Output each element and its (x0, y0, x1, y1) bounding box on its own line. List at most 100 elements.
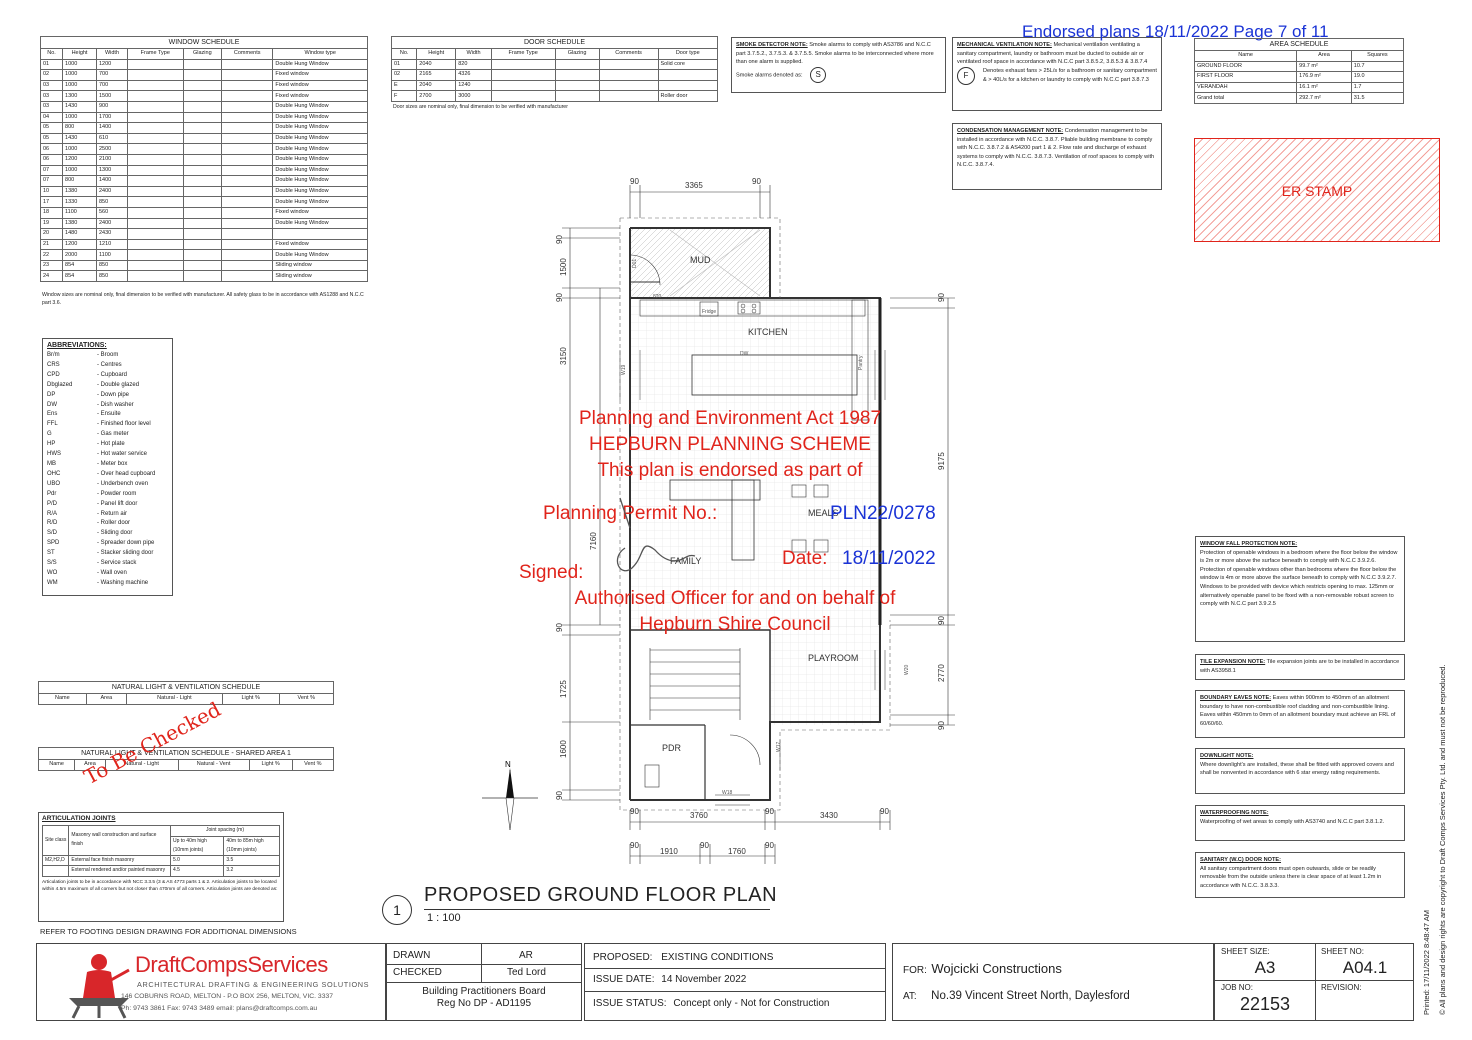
window-schedule-cell-6: Sliding window (272, 259, 368, 272)
door-schedule-header-cell-4: Glazing (554, 48, 600, 60)
door-schedule-cell-5 (598, 90, 659, 102)
window-schedule-cell-5 (221, 79, 274, 92)
abbreviation-meaning: - Hot water service (97, 451, 148, 458)
proposed-row: PROPOSED: EXISTING CONDITIONS (593, 952, 773, 963)
room-mud: MUD (690, 255, 711, 265)
note-tile-text: Tile expansion joints are to be installe… (1200, 659, 1400, 674)
window-w20-label: W20 (904, 665, 910, 676)
abbreviation-code: DP (47, 391, 56, 398)
articulation-h-joint: Joint spacing (m) (169, 825, 281, 837)
window-schedule-cell-3 (126, 259, 184, 272)
window-schedule-cell-3 (126, 111, 184, 124)
note-tile-title: TILE EXPANSION NOTE: (1200, 659, 1266, 665)
note-waterproofing: WATERPROOFING NOTE: Waterproofing of wet… (1195, 805, 1405, 841)
window-schedule-cell-5 (221, 69, 274, 81)
note-eaves-title: BOUNDARY EAVES NOTE: (1200, 695, 1272, 701)
window-schedule-cell-4 (182, 196, 223, 208)
stamp-act: Planning and Environment Act 1987 (578, 408, 882, 429)
dim-left-1600: 1600 (559, 740, 568, 758)
window-schedule-cell-2: 2400 (96, 185, 128, 198)
window-schedule-cell-1: 800 (62, 122, 97, 134)
door-schedule-cell-6: Solid core (657, 58, 718, 71)
abbreviation-code: OHC (47, 470, 61, 477)
abbreviation-meaning: - Roller door (97, 520, 131, 527)
abbreviation-meaning: - Powder room (97, 490, 137, 497)
door-schedule-cell-2: 820 (455, 58, 492, 71)
company-address: 146 COBURNS ROAD, MELTON - P.O BOX 256, … (121, 993, 334, 1000)
dim-left-7160: 7160 (589, 532, 598, 550)
window-schedule-cell-6: Fixed window (272, 206, 368, 219)
abbreviation-item: WO- Wall oven (47, 569, 168, 579)
window-schedule-cell-6: Double Hung Window (272, 58, 368, 71)
window-schedule-cell-5 (221, 217, 274, 230)
er-stamp-label: ER STAMP (1281, 183, 1353, 199)
endorsed-plans-header: Endorsed plans 18/11/2022 Page 7 of 11 (1022, 22, 1329, 41)
window-schedule-cell-2: 1200 (96, 58, 128, 71)
abbreviation-code: Dbglazed (47, 381, 73, 388)
articulation-h-c1: Up to 40m high (10mm joints) (169, 835, 225, 856)
note-sanitary-text: All sanitary compartment doors must open… (1200, 865, 1382, 889)
dim-b2-90a: 90 (630, 841, 639, 850)
window-schedule-cell-3 (126, 206, 184, 219)
title-block-drawn: DRAWN AR CHECKED Ted Lord Building Pract… (386, 943, 582, 1021)
printed-side-text: Printed: 17/11/2022 8:48:47 AM (1422, 910, 1431, 1015)
abbreviation-meaning: - Centres (97, 361, 122, 368)
door-schedule-cell-4 (554, 79, 600, 92)
articulation-table: Site class Masonry wall construction and… (41, 825, 281, 877)
light-schedule2-header-cell-3: Natural - Vent (177, 759, 250, 771)
abbreviation-meaning: - Spreader down pipe (97, 540, 155, 547)
area-schedule-cell-2: 1.7 (1350, 81, 1405, 94)
room-kitchen: KITCHEN (748, 327, 788, 337)
fridge-label: Fridge (702, 309, 716, 315)
window-schedule-note: Window sizes are nominal only, final dim… (42, 292, 364, 306)
abbreviations-title: ABBREVIATIONS: (47, 342, 107, 349)
window-schedule-cell-1: 1000 (62, 79, 97, 92)
window-schedule-cell-6: Fixed window (272, 79, 368, 92)
note-window-fall: WINDOW FALL PROTECTION NOTE: Protection … (1195, 536, 1405, 642)
company-tagline: ARCHITECTURAL DRAFTING & ENGINEERING SOL… (137, 980, 370, 989)
window-schedule-cell-1: 1000 (62, 69, 97, 81)
sheet-no-value: A04.1 (1342, 958, 1388, 977)
area-schedule-cell-0: GROUND FLOOR (1193, 60, 1298, 73)
company-name: DraftCompsServices (135, 952, 328, 977)
proposed-value: EXISTING CONDITIONS (661, 952, 774, 963)
abbreviation-code: MB (47, 460, 56, 467)
window-schedule-cell-5 (221, 185, 274, 198)
window-schedule-cell-1: 1300 (62, 90, 97, 102)
window-schedule-cell-6: Double Hung Window (272, 122, 368, 134)
window-schedule-cell-3 (126, 238, 184, 251)
window-schedule-header-cell-3: Frame Type (126, 48, 184, 60)
window-schedule-cell-2: 610 (96, 132, 128, 145)
window-schedule-cell-4 (182, 259, 223, 272)
window-schedule-cell-6: Fixed window (272, 69, 368, 81)
window-schedule-cell-0: 05 (39, 132, 64, 145)
door-schedule-cell-6 (657, 79, 718, 92)
window-schedule-cell-4 (182, 185, 223, 198)
window-schedule-cell-0: 03 (39, 90, 64, 102)
window-schedule-cell-1: 854 (62, 259, 97, 272)
door-schedule-header-cell-5: Comments (598, 48, 659, 60)
window-schedule-cell-6: Double Hung Window (272, 249, 368, 261)
articulation-cell-1: External rendered and/or painted masonry (68, 865, 171, 877)
abbreviation-item: OHC- Over head cupboard (47, 470, 168, 480)
window-schedule-cell-2: 1500 (96, 90, 128, 102)
window-schedule-cell-5 (221, 143, 274, 155)
window-schedule-header-cell-2: Width (96, 48, 128, 60)
abbreviation-item: HWS- Hot water service (47, 450, 168, 460)
door-820-label: 820 (653, 294, 662, 300)
issue-status-label: ISSUE STATUS: (593, 998, 667, 1009)
window-schedule-cell-6: Fixed window (272, 238, 368, 251)
window-schedule-cell-2: 1700 (96, 111, 128, 124)
